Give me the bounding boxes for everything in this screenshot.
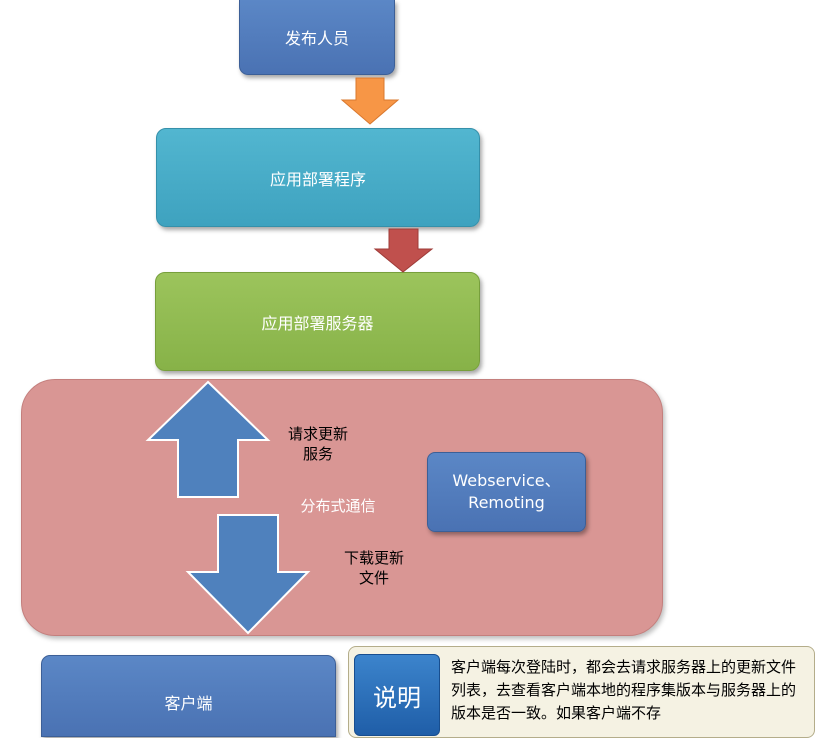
note-badge: 说明: [354, 654, 440, 736]
deploy-app-label: 应用部署程序: [269, 169, 366, 189]
publisher-node: 发布人员: [239, 0, 395, 75]
client-label: 客户端: [164, 694, 213, 713]
webservice-line-1: Webservice、: [452, 471, 561, 490]
client-node: 客户端: [41, 655, 336, 737]
deploy-app-node: 应用部署程序: [156, 128, 480, 227]
deploy-server-label: 应用部署服务器: [261, 313, 374, 333]
note-text: 客户端每次登陆时，都会去请求服务器上的更新文件列表，去查看客户端本地的程序集版本…: [451, 658, 797, 722]
down-arrow-icon: [373, 228, 434, 273]
webservice-node: Webservice、 Remoting: [427, 452, 586, 532]
download-line-1: 下载更新: [343, 549, 404, 567]
request-line-1: 请求更新: [287, 425, 348, 443]
request-update-label: 请求更新 服务: [278, 424, 358, 464]
up-arrow-icon: [145, 380, 271, 498]
publisher-label: 发布人员: [284, 29, 349, 48]
arrows-layer: [145, 77, 434, 635]
download-update-label: 下载更新 文件: [334, 548, 414, 588]
download-line-2: 文件: [358, 569, 389, 587]
request-line-2: 服务: [302, 445, 333, 463]
webservice-line-2: Remoting: [468, 493, 545, 512]
distributed-comm-label: 分布式通信: [300, 497, 376, 515]
deploy-server-node: 应用部署服务器: [155, 272, 480, 371]
down-arrow-icon: [185, 514, 311, 635]
down-arrow-icon: [340, 77, 400, 125]
